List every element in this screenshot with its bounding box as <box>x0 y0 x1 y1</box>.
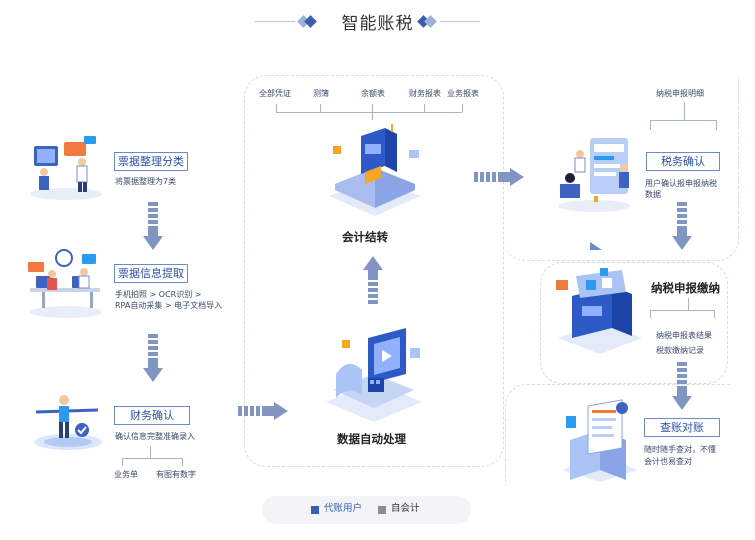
finance-sub-image-number: 有图有数字 <box>156 470 196 479</box>
filing-connector-l <box>650 310 651 318</box>
sorting-illustration <box>30 136 102 200</box>
legend-agency-user: 代账用户 <box>324 503 363 514</box>
page-title: 智能账税 <box>341 14 414 34</box>
reconcile-illustration <box>562 399 638 482</box>
tax-filing-result: 纳税申报表结果 <box>656 331 712 340</box>
right-mid-container <box>540 262 728 384</box>
small-triangle-icon <box>590 242 602 250</box>
tax-detail-connector-r <box>716 120 717 130</box>
tax-confirm-label: 税务确认 <box>646 152 720 171</box>
reports-connector-1 <box>276 104 277 112</box>
report-all-vouchers: 全部凭证 <box>259 89 291 98</box>
tax-confirm-illustration <box>558 138 630 212</box>
center-container <box>244 75 504 467</box>
report-financial-statements: 财务报表 <box>409 89 441 98</box>
arrow-up-to-accounting-icon <box>363 256 383 304</box>
step-finance-confirm-label: 财务确认 <box>114 406 190 425</box>
reports-connector-2 <box>320 104 321 112</box>
legend-gray-swatch <box>378 506 386 514</box>
title-line-right <box>440 21 480 22</box>
arrow-down-1-icon <box>143 202 163 250</box>
legend: 代账用户 自会计 <box>262 496 471 524</box>
finance-branch-vline <box>150 446 151 458</box>
filing-connector-h <box>650 310 714 311</box>
tax-payment-record: 税款缴纳记录 <box>656 346 704 355</box>
step-sort-label: 票据整理分类 <box>114 152 188 171</box>
finance-sub-business-doc: 业务单 <box>114 470 138 479</box>
step-extract-desc-1: 手机拍照 > OCR识别 > <box>115 290 202 299</box>
filing-connector-r <box>714 310 715 318</box>
reconcile-label: 查账对账 <box>644 418 720 437</box>
reports-connector <box>276 112 462 113</box>
title-line-left <box>255 21 295 22</box>
step-extract-label: 票据信息提取 <box>114 264 188 283</box>
accounting-illustration <box>329 124 421 216</box>
tax-filing-label: 纳税申报缴纳 <box>651 281 720 295</box>
extraction-illustration <box>28 249 102 318</box>
step-sort-desc: 将票据整理为7类 <box>115 177 177 186</box>
tax-confirm-desc-2: 数据 <box>645 190 661 199</box>
finance-branch-right <box>182 458 183 466</box>
tax-filing-illustration <box>556 268 642 354</box>
step-extract-desc-2: RPA自动采集 > 电子文档导入 <box>115 301 223 310</box>
data-processing-label: 数据自动处理 <box>337 432 406 446</box>
arrow-down-2-icon <box>143 334 163 382</box>
tax-detail-connector-l <box>650 120 651 130</box>
finance-branch-hline <box>122 458 182 459</box>
right-bottom-container <box>505 384 731 485</box>
reports-connector-3 <box>372 104 373 120</box>
finance-confirm-illustration <box>34 395 102 450</box>
step-finance-confirm-desc: 确认信息完整准确录入 <box>115 432 195 441</box>
legend-self-accounting: 自会计 <box>391 503 420 514</box>
arrow-right-to-tax-icon <box>474 168 524 186</box>
tax-detail-connector-h <box>650 120 716 121</box>
reports-connector-5 <box>462 104 463 112</box>
reconcile-desc-1: 随时随手查对，不懂 <box>644 445 716 454</box>
legend-blue-swatch <box>311 506 319 514</box>
tax-confirm-desc-1: 用户确认报申报纳税 <box>645 179 717 188</box>
arrow-down-to-filing-icon <box>672 202 692 250</box>
tax-declaration-detail: 纳税申报明细 <box>656 89 704 98</box>
filing-connector <box>688 298 689 310</box>
report-balance-sheet: 余额表 <box>361 89 385 98</box>
arrow-right-to-processing-icon <box>238 402 288 420</box>
reconcile-desc-2: 会计也易查对 <box>644 457 692 466</box>
right-top-container <box>503 78 739 261</box>
accounting-transfer-label: 会计结转 <box>342 230 388 244</box>
report-business-reports: 业务报表 <box>447 89 479 98</box>
finance-branch-left <box>122 458 123 466</box>
data-processing-illustration <box>326 328 422 422</box>
tax-detail-connector <box>684 102 685 120</box>
arrow-down-to-reconcile-icon <box>672 362 692 410</box>
report-ledger: 测簿 <box>313 89 329 98</box>
reports-connector-4 <box>424 104 425 112</box>
